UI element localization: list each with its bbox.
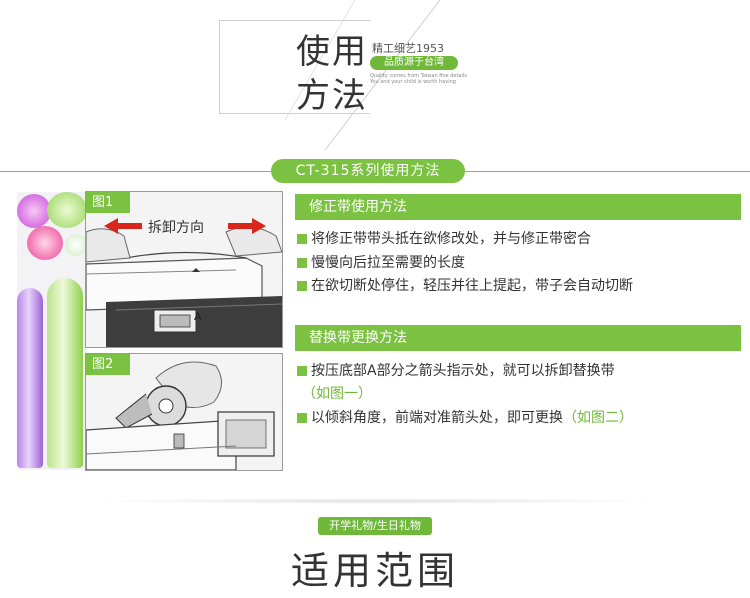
scope-title: 适用范围 — [290, 549, 459, 593]
correction-tape-purple — [17, 288, 43, 468]
header-tagline-line2: You and your child is worth having — [370, 79, 456, 85]
refill-panel-title: 替换带更换方法 — [295, 325, 741, 351]
refill-step: 以倾斜角度，前端对准箭头处，即可更换（如图二） — [297, 408, 633, 428]
header-tagline: Quality comes from Taiwan fine details Y… — [370, 73, 490, 85]
refill-step-text: 按压底部A部分之箭头指示处，就可以拆卸替换带 — [311, 363, 615, 379]
figure-2: 图2 — [85, 353, 283, 471]
header-frame — [219, 20, 370, 114]
divider-shadow — [90, 498, 660, 504]
header-diagonal-lines — [285, 0, 441, 150]
flower-decoration — [17, 194, 51, 228]
usage-step: 在欲切断处停住，轻压并往上提起，带子会自动切断 — [297, 276, 633, 296]
usage-step: 将修正带带头抵在欲修改处，并与修正带密合 — [297, 229, 591, 249]
section-title: CT-315系列使用方法 — [271, 159, 465, 183]
figure-1-tag: 图1 — [86, 192, 130, 213]
refill-step: 按压底部A部分之箭头指示处，就可以拆卸替换带 — [297, 361, 615, 381]
bullet-square-icon — [297, 258, 307, 268]
bullet-square-icon — [297, 413, 307, 423]
refill-step-text: 以倾斜角度，前端对准箭头处，即可更换 — [311, 410, 563, 426]
header-badge: 品质源于台湾 — [370, 56, 458, 70]
correction-tape-green — [47, 278, 83, 468]
figure-2-tag: 图2 — [86, 354, 130, 375]
flower-decoration — [27, 226, 63, 260]
bullet-square-icon — [297, 234, 307, 244]
refill-step-note: （如图二） — [563, 410, 633, 426]
part-a-mark: A — [194, 310, 202, 323]
bullet-square-icon — [297, 281, 307, 291]
bullet-square-icon — [297, 366, 307, 376]
product-photo — [17, 192, 87, 470]
usage-step-text: 在欲切断处停住，轻压并往上提起，带子会自动切断 — [311, 278, 633, 294]
usage-panel-title: 修正带使用方法 — [295, 194, 741, 220]
refill-step-note: （如图一） — [302, 386, 372, 402]
header-tagline-line1: Quality comes from Taiwan fine details — [370, 73, 467, 79]
figure-1-illustration — [86, 192, 282, 347]
figure-1: 图1 拆卸方向 A — [85, 191, 283, 348]
usage-step-text: 将修正带带头抵在欲修改处，并与修正带密合 — [311, 231, 591, 247]
usage-step: 慢慢向后拉至需要的长度 — [297, 253, 465, 273]
page-title: 使用 方法 — [296, 30, 368, 118]
page-title-line1: 使用 — [296, 32, 368, 72]
removal-direction-label: 拆卸方向 — [148, 220, 204, 236]
gift-badge: 开学礼物/生日礼物 — [318, 517, 432, 535]
header-subtitle: 精工细艺1953 — [372, 42, 444, 55]
usage-step-text: 慢慢向后拉至需要的长度 — [311, 255, 465, 271]
flower-decoration — [47, 192, 87, 228]
page-title-line2: 方法 — [296, 76, 368, 116]
flower-decoration — [65, 234, 87, 256]
